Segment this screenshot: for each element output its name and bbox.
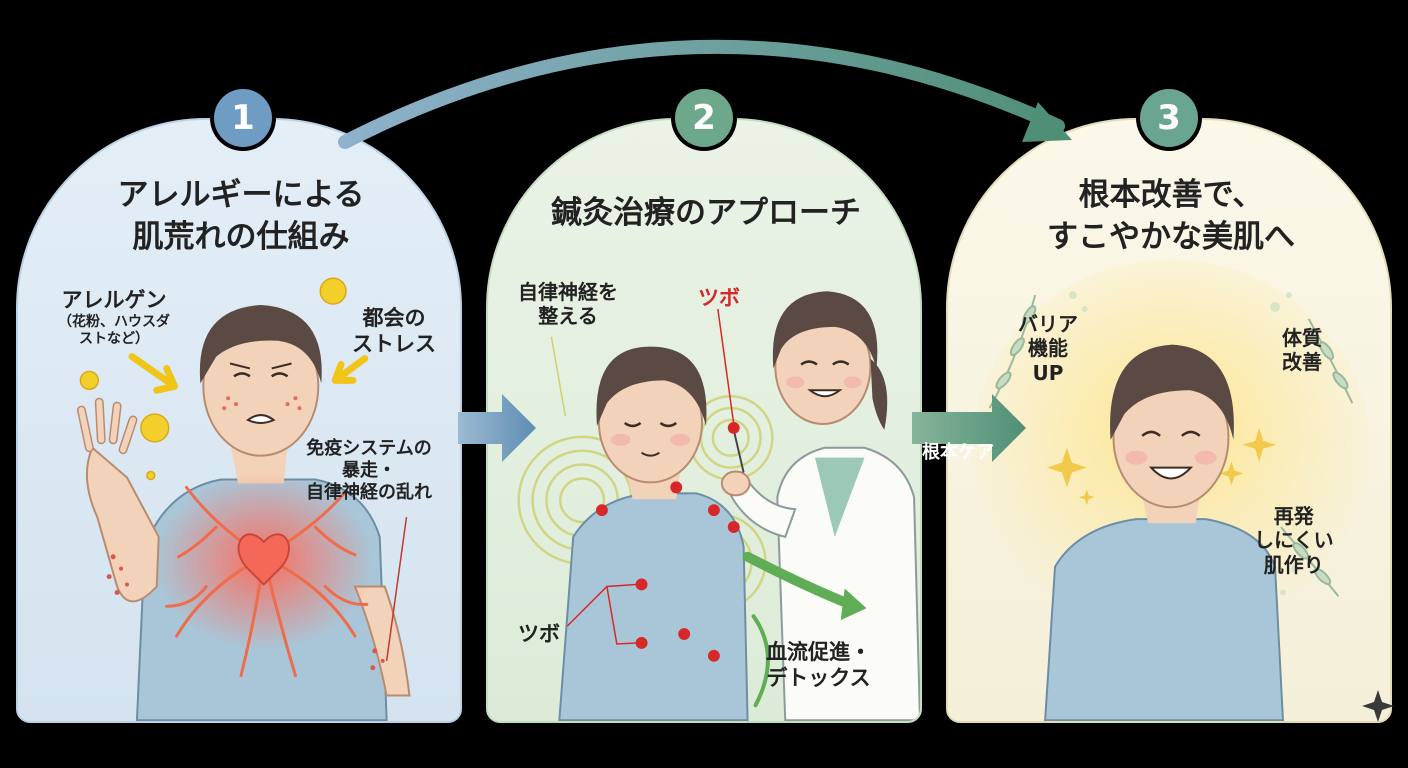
step1-title: アレルギーによる 肌荒れの仕組み [18,174,460,258]
barrier-label: バリア 機能 UP [1018,312,1078,385]
immune-label: 免疫システムの 暴走・ 自律神経の乱れ [306,438,432,503]
step1-badge: 1 [214,89,272,147]
step1-panel: アレルギーによる 肌荒れの仕組み アレルゲン （花粉、ハウスダ ストなど） 都会… [16,118,462,723]
step3-badge: 3 [1140,89,1198,147]
practitioner-coat [776,446,920,721]
patient-hair [596,346,707,426]
connector-arrow-1-2 [458,394,536,462]
leaf-decoration [988,294,1354,598]
tsubo-points [596,421,740,662]
bloodflow-label: 血流促進・ デトックス [766,640,871,690]
recurrence-label: 再発 しにくい 肌作り [1254,504,1334,577]
heart-icon [237,533,290,586]
person-shirt [1044,518,1284,721]
sparkle-icons [1047,427,1277,506]
step3-title-line1: 根本改善で、 [1078,177,1264,213]
step2-illustration [517,291,920,721]
step3-title-line2: すこやかな美肌へ [1047,219,1295,255]
step1-title-line1: アレルギーによる [117,177,365,213]
practitioner-hair [772,291,878,369]
person-hair [199,305,322,384]
step2-badge: 2 [675,89,733,147]
person-hair [1110,344,1234,440]
constitution-label: 体質 改善 [1282,326,1322,375]
tsubo-label-bottom: ツボ [518,622,560,646]
step1-illustration [76,277,411,721]
raised-hand [85,446,160,603]
step2-panel: 鍼灸治療のアプローチ 自律神経を 整える ツボ ツボ 血流促進・ デトックス [486,118,922,723]
step3-panel: 根本改善で、 すこやかな美肌へ バリア 機能 UP 体質 改善 再発 しにくい … [946,118,1392,723]
connector-label: 根本ケア [922,442,994,463]
allergen-note-line1: （花粉、ハウスダ [58,313,170,330]
step2-title: 鍼灸治療のアプローチ [551,195,861,231]
allergen-note-line2: ストなど） [79,330,149,347]
bubble-decoration [1068,291,1299,596]
allergen-label: アレルゲン （花粉、ハウスダ ストなど） [58,288,170,347]
autonomic-label: 自律神経を 整える [518,280,618,329]
step3-illustration [972,259,1370,721]
acupuncture-needle [732,429,745,473]
connector-arrow-2-3 [912,394,1026,462]
tsubo-label-top: ツボ [698,286,740,310]
stress-label: 都会の ストレス [352,306,436,356]
stress-arrow [331,355,369,384]
step3-title: 根本改善で、 すこやかな美肌へ [948,174,1390,258]
allergen-arrow [128,353,179,394]
step1-title-line2: 肌荒れの仕組み [132,219,350,255]
allergen-particles [79,277,347,481]
